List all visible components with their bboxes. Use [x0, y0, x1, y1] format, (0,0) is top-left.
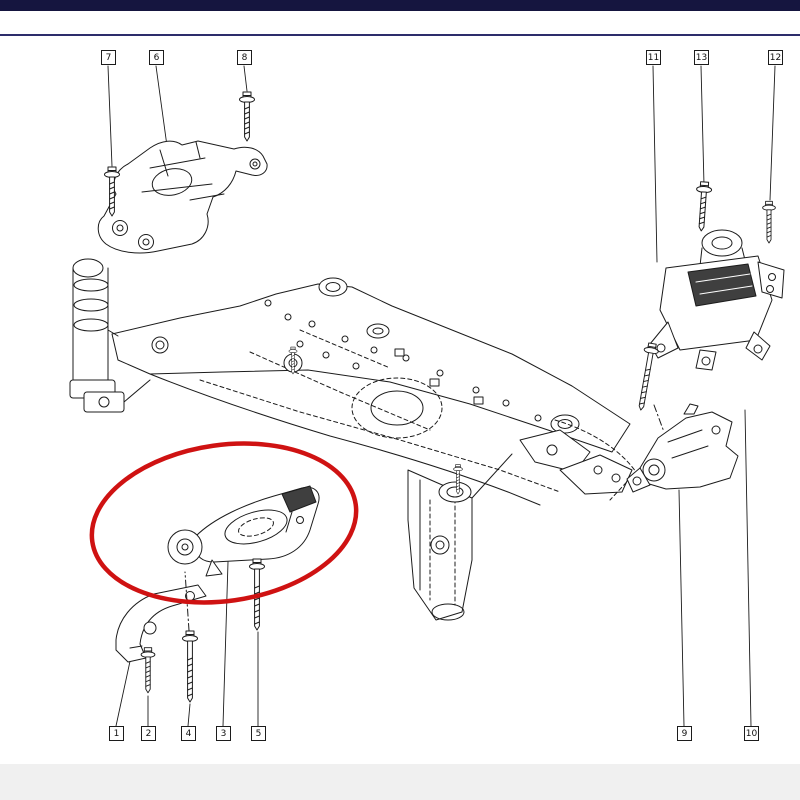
bolt-2-icon — [140, 647, 156, 694]
callout-box-9[interactable]: 9 — [677, 726, 692, 741]
bolt-8-icon — [239, 91, 255, 142]
leader-lines — [107, 65, 776, 727]
callout-box-7[interactable]: 7 — [101, 50, 116, 65]
part-gearbox-mount — [649, 229, 785, 371]
callout-box-5[interactable]: 5 — [251, 726, 266, 741]
callout-box-11[interactable]: 11 — [646, 50, 661, 65]
callout-box-12[interactable]: 12 — [768, 50, 783, 65]
divider-line — [0, 34, 800, 36]
part-rear-mount-bracket — [626, 403, 739, 493]
part-subframe — [69, 258, 637, 621]
callout-box-2[interactable]: 2 — [141, 726, 156, 741]
part-lower-bracket — [115, 571, 207, 663]
top-bar — [0, 0, 800, 11]
callout-box-1[interactable]: 1 — [109, 726, 124, 741]
callout-box-13[interactable]: 13 — [694, 50, 709, 65]
callout-box-8[interactable]: 8 — [237, 50, 252, 65]
bolt-4-icon — [182, 630, 198, 703]
footer-strip — [0, 764, 800, 800]
part-torque-rod — [167, 485, 320, 577]
part-engine-mount-left — [97, 140, 268, 254]
callout-box-10[interactable]: 10 — [744, 726, 759, 741]
highlight-ellipse — [89, 441, 359, 605]
bolt-12-icon — [762, 200, 776, 244]
callout-box-3[interactable]: 3 — [216, 726, 231, 741]
callout-box-6[interactable]: 6 — [149, 50, 164, 65]
bolt-10-icon — [633, 341, 660, 412]
bolt-13-icon — [693, 180, 713, 232]
callout-box-4[interactable]: 4 — [181, 726, 196, 741]
